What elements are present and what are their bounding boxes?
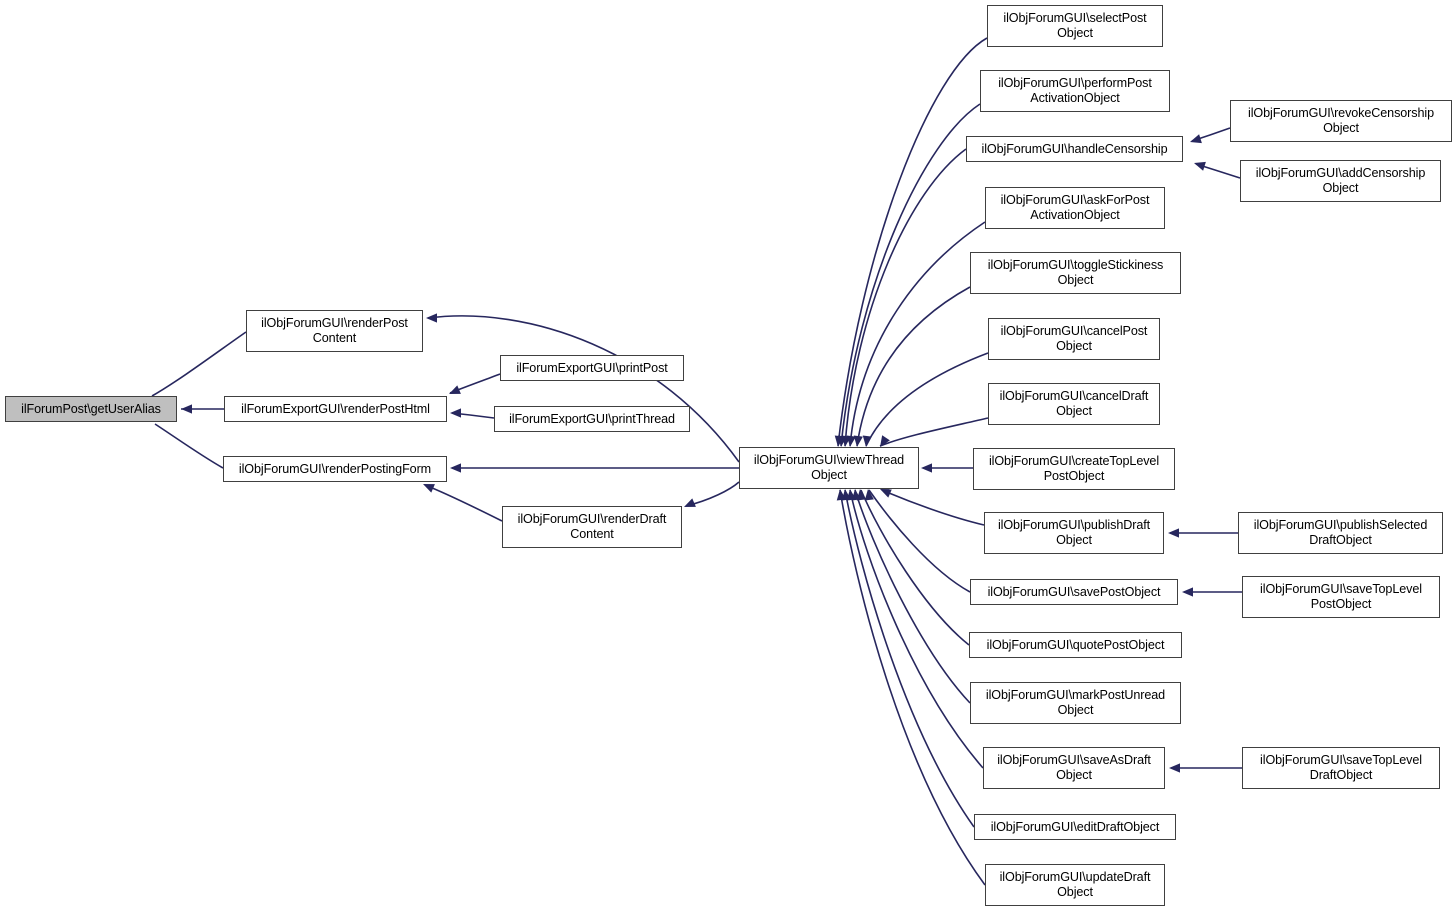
arrow-head-icon (450, 463, 461, 473)
node-cancelPostObject[interactable]: ilObjForumGUI\cancelPost Object (988, 318, 1160, 360)
node-label: ilObjForumGUI\saveAsDraft Object (997, 753, 1151, 782)
node-renderPostHtml[interactable]: ilForumExportGUI\renderPostHtml (224, 396, 447, 422)
node-label: ilObjForumGUI\createTopLevel PostObject (988, 454, 1160, 483)
node-label: ilObjForumGUI\performPost ActivationObje… (998, 76, 1152, 105)
node-printThread[interactable]: ilForumExportGUI\printThread (494, 406, 690, 432)
node-label: ilObjForumGUI\renderPostingForm (238, 461, 432, 476)
node-label: ilObjForumGUI\revokeCensorship Object (1248, 106, 1434, 135)
node-saveTopLevelDraft[interactable]: ilObjForumGUI\saveTopLevel DraftObject (1242, 747, 1440, 789)
node-renderDraftContent[interactable]: ilObjForumGUI\renderDraft Content (502, 506, 682, 548)
edge-editDraftObject-to-viewThreadObject (844, 489, 975, 828)
node-label: ilObjForumGUI\renderDraft Content (517, 512, 667, 541)
edge-performPostActivation-to-viewThreadObject (840, 103, 981, 447)
arrow-head-icon (921, 463, 932, 473)
edge-markPostUnread-to-viewThreadObject (854, 489, 971, 704)
edge-selectPostObject-to-viewThreadObject (837, 37, 988, 447)
node-selectPostObject[interactable]: ilObjForumGUI\selectPost Object (987, 5, 1163, 47)
node-label: ilObjForumGUI\cancelPost Object (1000, 324, 1148, 353)
edge-saveAsDraftObject-to-viewThreadObject (849, 489, 984, 769)
node-quotePostObject[interactable]: ilObjForumGUI\quotePostObject (969, 632, 1182, 658)
arrow-head-icon (450, 408, 461, 418)
edge-viewThreadObject-to-renderPostContent (427, 315, 740, 463)
arrow-head-icon (426, 313, 437, 323)
node-handleCensorship[interactable]: ilObjForumGUI\handleCensorship (966, 136, 1183, 162)
node-viewThreadObject[interactable]: ilObjForumGUI\viewThread Object (739, 447, 919, 489)
edge-savePostObject-to-viewThreadObject (868, 489, 971, 593)
node-savePostObject[interactable]: ilObjForumGUI\savePostObject (970, 579, 1178, 605)
node-label: ilObjForumGUI\handleCensorship (981, 141, 1168, 156)
node-label: ilObjForumGUI\askForPost ActivationObjec… (1000, 193, 1150, 222)
node-label: ilObjForumGUI\viewThread Object (753, 453, 905, 482)
arrow-head-icon (181, 404, 192, 414)
arrow-head-icon (449, 385, 461, 394)
edge-cancelDraftObject-to-viewThreadObject (879, 417, 989, 447)
arrow-head-icon (846, 435, 856, 447)
arrow-head-icon (862, 435, 872, 447)
node-saveTopLevelPost[interactable]: ilObjForumGUI\saveTopLevel PostObject (1242, 576, 1440, 618)
node-label: ilObjForumGUI\saveTopLevel DraftObject (1260, 753, 1422, 782)
node-getUserAlias[interactable]: ilForumPost\getUserAlias (5, 396, 177, 422)
arrow-head-icon (1169, 763, 1180, 773)
node-label: ilForumPost\getUserAlias (21, 401, 161, 416)
arrow-head-icon (684, 498, 696, 507)
arrow-head-icon (853, 435, 863, 447)
node-label: ilForumExportGUI\printThread (509, 411, 675, 426)
edge-askForPostActivation-to-viewThreadObject (849, 221, 986, 447)
node-label: ilObjForumGUI\addCensorship Object (1255, 166, 1426, 195)
node-askForPostActivation[interactable]: ilObjForumGUI\askForPost ActivationObjec… (985, 187, 1165, 229)
arrow-head-icon (1190, 134, 1202, 144)
node-label: ilObjForumGUI\updateDraft Object (999, 870, 1151, 899)
node-label: ilObjForumGUI\renderPost Content (261, 316, 408, 345)
node-revokeCensorship[interactable]: ilObjForumGUI\revokeCensorship Object (1230, 100, 1452, 142)
node-editDraftObject[interactable]: ilObjForumGUI\editDraftObject (974, 814, 1176, 840)
arrow-head-icon (1194, 161, 1206, 171)
node-label: ilObjForumGUI\cancelDraft Object (999, 389, 1149, 418)
edge-cancelPostObject-to-viewThreadObject (865, 352, 989, 447)
arrow-head-icon (1168, 528, 1179, 538)
node-createTopLevelPost[interactable]: ilObjForumGUI\createTopLevel PostObject (973, 448, 1175, 490)
node-label: ilObjForumGUI\saveTopLevel PostObject (1260, 582, 1422, 611)
node-cancelDraftObject[interactable]: ilObjForumGUI\cancelDraft Object (988, 383, 1160, 425)
edge-renderPostHtml-to-getUserAlias (151, 331, 247, 397)
node-label: ilObjForumGUI\markPostUnread Object (985, 688, 1166, 717)
node-markPostUnread[interactable]: ilObjForumGUI\markPostUnread Object (970, 682, 1181, 724)
edge-renderPostingForm-to-getUserAlias (154, 423, 224, 469)
node-label: ilObjForumGUI\publishSelected DraftObjec… (1253, 518, 1428, 547)
node-printPost[interactable]: ilForumExportGUI\printPost (500, 355, 684, 381)
node-publishDraftObject[interactable]: ilObjForumGUI\publishDraft Object (984, 512, 1164, 554)
node-label: ilObjForumGUI\editDraftObject (990, 819, 1160, 834)
node-saveAsDraftObject[interactable]: ilObjForumGUI\saveAsDraft Object (983, 747, 1165, 789)
node-label: ilObjForumGUI\quotePostObject (986, 637, 1165, 652)
node-renderPostingForm[interactable]: ilObjForumGUI\renderPostingForm (223, 456, 447, 482)
edge-handleCensorship-to-viewThreadObject (844, 148, 967, 447)
arrow-head-icon (836, 489, 846, 501)
node-label: ilForumExportGUI\printPost (516, 360, 668, 375)
edge-layer (151, 37, 1242, 886)
node-performPostActivation[interactable]: ilObjForumGUI\performPost ActivationObje… (980, 70, 1170, 112)
edge-toggleStickiness-to-viewThreadObject (856, 286, 971, 447)
arrow-head-icon (864, 489, 874, 501)
node-toggleStickiness[interactable]: ilObjForumGUI\toggleStickiness Object (970, 252, 1181, 294)
node-addCensorship[interactable]: ilObjForumGUI\addCensorship Object (1240, 160, 1441, 202)
node-label: ilObjForumGUI\toggleStickiness Object (987, 258, 1164, 287)
node-publishSelectedDraft[interactable]: ilObjForumGUI\publishSelected DraftObjec… (1238, 512, 1443, 554)
node-label: ilObjForumGUI\savePostObject (987, 584, 1161, 599)
node-updateDraftObject[interactable]: ilObjForumGUI\updateDraft Object (985, 864, 1165, 906)
node-label: ilObjForumGUI\publishDraft Object (997, 518, 1151, 547)
edge-publishDraftObject-to-viewThreadObject (881, 489, 985, 526)
arrow-head-icon (423, 484, 435, 493)
edge-renderDraftContent-to-renderPostingForm (424, 484, 503, 522)
node-label: ilForumExportGUI\renderPostHtml (241, 401, 430, 416)
edge-quotePostObject-to-viewThreadObject (860, 489, 970, 646)
node-label: ilObjForumGUI\selectPost Object (1003, 11, 1147, 40)
node-renderPostContent[interactable]: ilObjForumGUI\renderPost Content (246, 310, 423, 352)
arrow-head-icon (1182, 587, 1193, 597)
arrow-head-icon (880, 435, 890, 447)
arrow-head-icon (880, 489, 892, 498)
edge-updateDraftObject-to-viewThreadObject (839, 489, 986, 886)
